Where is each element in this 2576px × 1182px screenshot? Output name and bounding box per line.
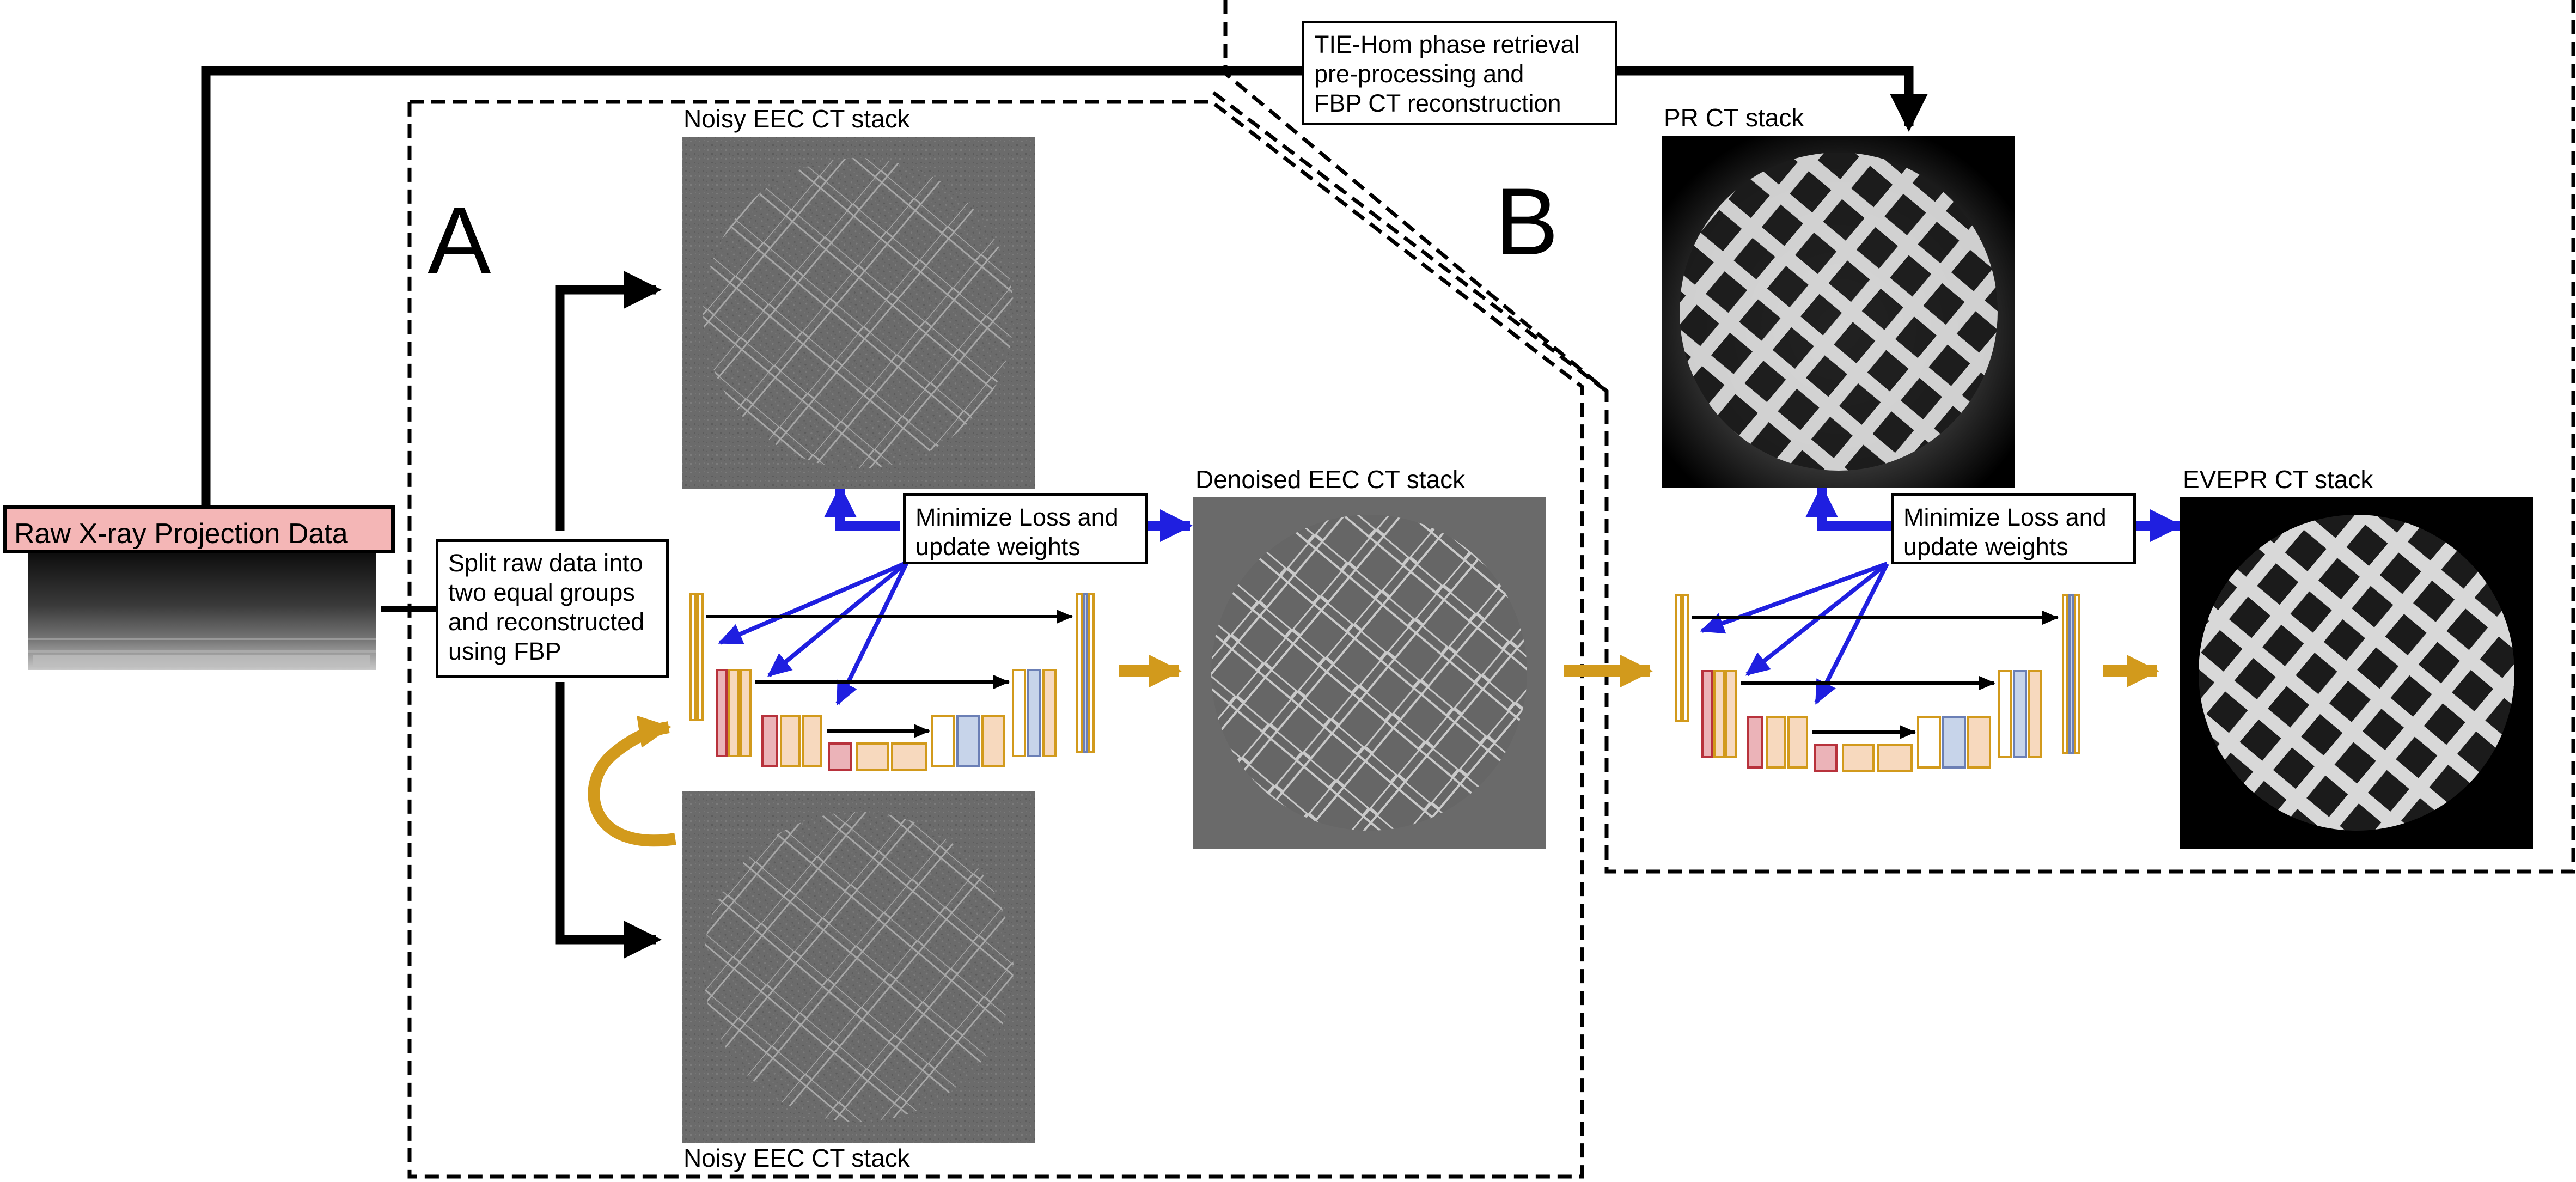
split-line-3: and reconstructed: [448, 608, 645, 636]
tie-line-1: TIE-Hom phase retrieval: [1314, 31, 1580, 58]
unet-a-block-3: [728, 669, 740, 757]
unet-a-block-19: [1088, 593, 1095, 753]
noisy-top-label: Noisy EEC CT stack: [683, 105, 910, 133]
unet-b-block-12: [1942, 716, 1966, 769]
evepr-ct-image: [2180, 497, 2533, 849]
panel-a-letter: A: [428, 188, 491, 294]
noisy-ct-bottom-image: [682, 791, 1035, 1143]
unet-a: [689, 593, 1095, 771]
unet-a-block-18: [1083, 593, 1088, 753]
unet-a-block-4: [740, 669, 752, 757]
unet-b-block-7: [1787, 716, 1808, 769]
top-bypass-arrow: [201, 66, 1928, 507]
unet-b-block-15: [2013, 670, 2027, 758]
noisy-input-curve-arrow: [588, 715, 676, 847]
unet-b-block-18: [2068, 594, 2074, 754]
unet-a-block-13: [981, 715, 1005, 767]
unet-b-block-19: [2074, 594, 2080, 754]
unet-a-block-0: [689, 593, 697, 721]
unet-b-block-14: [1998, 670, 2012, 758]
evepr-label: EVEPR CT stack: [2183, 465, 2373, 493]
split-to-bottom-arrow: [555, 682, 662, 959]
unet-a-block-8: [828, 742, 852, 771]
unet-a-block-6: [780, 715, 801, 767]
loss-b-to-top-arrow: [1805, 485, 1894, 531]
raw-projection-image: [28, 553, 376, 670]
split-line-4: using FBP: [448, 637, 561, 665]
denoised-label: Denoised EEC CT stack: [1195, 465, 1466, 493]
unet-a-block-7: [802, 715, 822, 767]
loss-a-weight-arrow-3: [835, 562, 909, 706]
loss-a-line-2: update weights: [915, 533, 1081, 560]
unet-b-block-10: [1877, 744, 1913, 772]
noisy-bottom-label: Noisy EEC CT stack: [683, 1144, 910, 1172]
panel-b-inner-line: [1212, 91, 1608, 393]
unet-a-block-9: [856, 742, 889, 771]
unet-b-block-2: [1701, 670, 1713, 758]
unet-b-block-4: [1725, 670, 1737, 758]
loss-a-weight-arrow-2: [767, 560, 908, 678]
split-line-1: Split raw data into: [448, 549, 643, 577]
loss-a-to-top-arrow: [824, 485, 900, 531]
unet-a-block-5: [761, 715, 778, 767]
unet-b-block-11: [1917, 716, 1941, 769]
raw-data-label: Raw X-ray Projection Data: [3, 505, 395, 553]
loss-box-b: Minimize Loss and update weights: [1891, 493, 2136, 564]
unet-b-block-13: [1967, 716, 1991, 769]
loss-b-line-2: update weights: [1903, 533, 2068, 560]
unet-b-block-8: [1814, 744, 1838, 772]
split-data-box: Split raw data into two equal groups and…: [436, 539, 669, 678]
split-to-top-arrow: [555, 271, 662, 531]
panel-a-outline: [407, 100, 1584, 1179]
unet-a-block-16: [1042, 669, 1057, 757]
loss-box-a: Minimize Loss and update weights: [903, 493, 1148, 564]
unet-b-block-17: [2062, 594, 2068, 754]
unet-b-block-1: [1682, 594, 1689, 722]
pr-label: PR CT stack: [1664, 103, 1804, 132]
denoised-ct-image: [1193, 497, 1546, 849]
loss-a-line-1: Minimize Loss and: [915, 503, 1119, 531]
unet-a-block-15: [1027, 669, 1041, 757]
tie-line-3: FBP CT reconstruction: [1314, 89, 1561, 117]
unet-a-block-17: [1076, 593, 1083, 753]
unet-b-block-3: [1713, 670, 1725, 758]
tie-hom-box: TIE-Hom phase retrieval pre-processing a…: [1302, 21, 1617, 125]
loss-b-weight-arrow-3: [1814, 563, 1889, 705]
unet-a-block-12: [956, 715, 980, 767]
pr-ct-image: [1662, 136, 2015, 488]
loss-b-weight-arrow-1: [1700, 562, 1888, 634]
unet-a-block-1: [697, 593, 704, 721]
unet-b: [1675, 594, 2080, 772]
panel-b-letter: B: [1495, 169, 1559, 275]
unet-b-block-6: [1766, 716, 1786, 769]
unet-b-block-16: [2028, 670, 2042, 758]
loss-a-weight-arrow-1: [718, 560, 908, 645]
panel-b-outline: [1223, 0, 2575, 874]
raw-data-label-text: Raw X-ray Projection Data: [14, 518, 348, 550]
unet-b-block-0: [1675, 594, 1682, 722]
unet-a-block-11: [931, 715, 955, 767]
unet-b-block-9: [1842, 744, 1875, 772]
split-line-2: two equal groups: [448, 578, 635, 606]
unet-b-block-5: [1747, 716, 1763, 769]
loss-b-line-1: Minimize Loss and: [1903, 503, 2107, 531]
unet-a-block-2: [716, 669, 728, 757]
unet-a-block-10: [891, 742, 927, 771]
tie-line-2: pre-processing and: [1314, 60, 1524, 88]
noisy-ct-top-image: [682, 137, 1035, 489]
unet-a-block-14: [1012, 669, 1026, 757]
